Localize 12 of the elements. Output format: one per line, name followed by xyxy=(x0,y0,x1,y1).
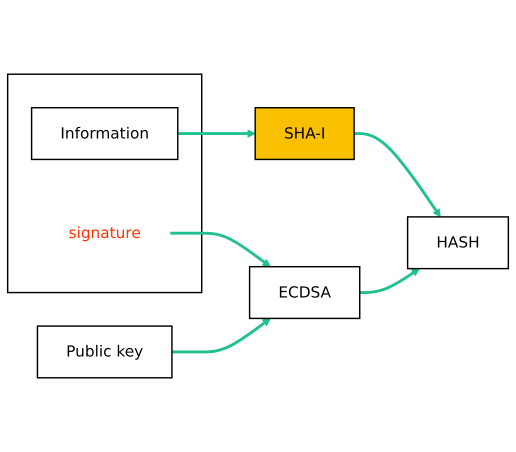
node-box: HASH xyxy=(406,216,510,270)
node-box: SHA-I xyxy=(254,107,355,160)
node-box: Public key xyxy=(36,325,173,379)
cluster xyxy=(6,73,202,294)
node-box: Information xyxy=(30,107,178,160)
arrow xyxy=(170,232,271,268)
node-text: signature xyxy=(68,224,141,242)
node-box: ECDSA xyxy=(248,266,360,320)
arrow xyxy=(360,268,420,294)
arrow xyxy=(178,129,256,138)
arrow xyxy=(354,132,441,218)
arrow xyxy=(172,318,271,354)
